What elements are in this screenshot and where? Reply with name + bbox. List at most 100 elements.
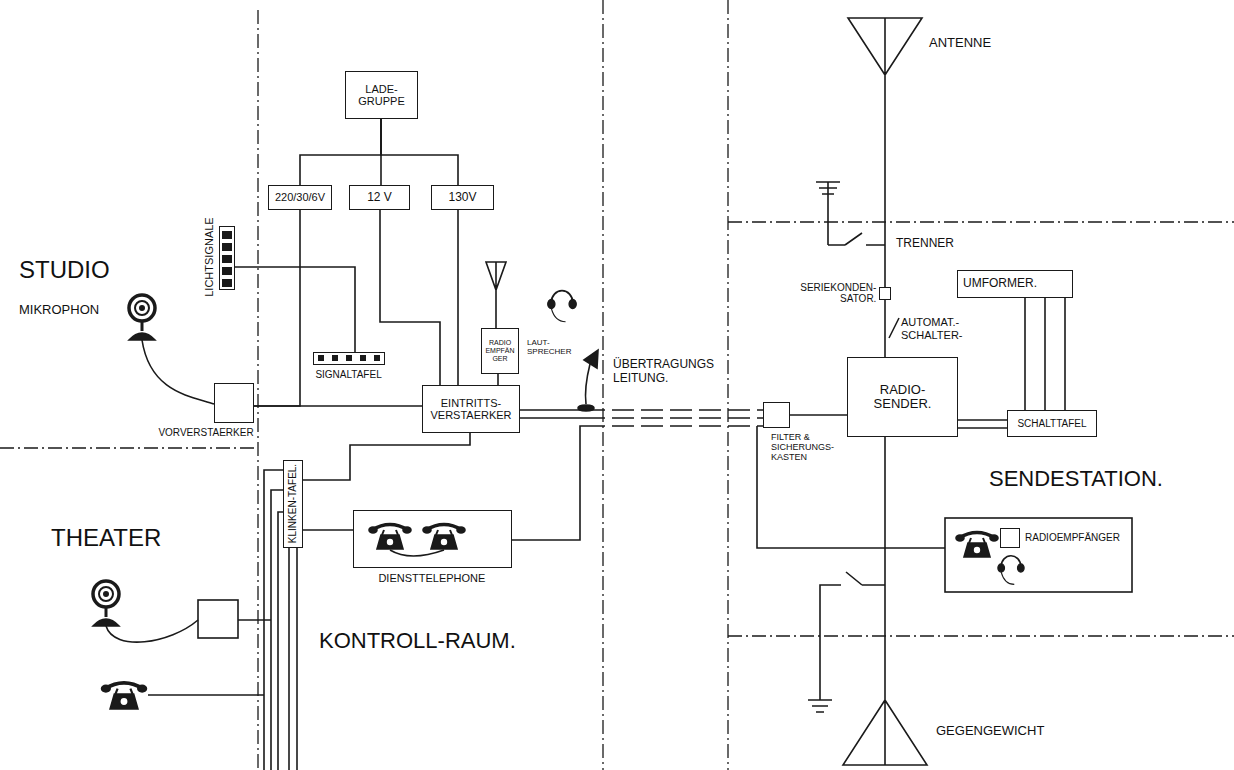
part-label: TRENNER: [895, 237, 955, 251]
equipment-box: 12 V: [349, 185, 410, 210]
control-room-equipment: [584, 350, 598, 368]
box-label: LADE- GRUPPE: [352, 83, 412, 107]
wire: [790, 414, 847, 416]
equipment-box: UMFORMER.: [957, 270, 1073, 298]
signal-lamp: [346, 355, 352, 361]
theater-equipment: [296, 548, 298, 770]
wire: [457, 210, 459, 385]
room-divider: [257, 10, 258, 770]
signal-lamp: [374, 355, 380, 361]
part-label: AUTOMAT.- SCHALTER-: [900, 316, 974, 341]
wire: [884, 300, 886, 357]
room-divider: [728, 635, 1234, 636]
signal-lamp: [222, 231, 232, 239]
control-room-equipment: [390, 550, 444, 556]
transmitter-equipment: [820, 572, 885, 700]
box-label: DIENSTTELEPHONE: [378, 572, 485, 584]
transmitter-equipment: [816, 182, 840, 245]
part-label: MIKROPHON: [18, 303, 100, 318]
wire: [381, 119, 458, 185]
room-divider: [728, 221, 1234, 222]
signal-lamp: [332, 355, 338, 361]
control-room-equipment: [586, 364, 591, 404]
part-label: ANTENNE: [928, 36, 992, 51]
theater-equipment: [148, 694, 264, 696]
box-label: LICHTSIGNALE: [203, 218, 215, 297]
equipment-box: 220/30/6V: [268, 185, 332, 210]
equipment-box: VORVERSTAERKER: [214, 383, 254, 423]
theater-equipment: [93, 470, 297, 770]
box-label: RADIOEMPFÄNGER: [1025, 532, 1120, 543]
room-divider: [0, 447, 258, 448]
wire: [235, 267, 355, 352]
panel-bar: KLINKEN-TAFEL.: [283, 460, 303, 548]
transmitter-equipment: [808, 700, 832, 712]
box-label: 12 V: [367, 191, 392, 204]
transmitter-equipment: [828, 233, 885, 245]
box-label: 220/30/6V: [275, 191, 325, 203]
transmitter-equipment: [958, 427, 1007, 429]
control-room-equipment: [369, 262, 763, 556]
studio-equipment: [142, 340, 214, 404]
theater-equipment: [271, 490, 283, 770]
box-label: RADIO- SENDER.: [868, 383, 938, 412]
control-room-equipment: [548, 291, 576, 322]
control-room-equipment: [520, 417, 763, 419]
equipment-box: SCHALTTAFEL: [1007, 410, 1097, 437]
room-name: KONTROLL-RAUM.: [318, 628, 517, 653]
part-label: LAUT- SPRECHER: [526, 338, 574, 356]
theater-equipment: [264, 470, 283, 770]
box-label: UMFORMER.: [963, 277, 1037, 290]
wire: [300, 119, 381, 185]
wire: [1044, 298, 1046, 410]
signal-lamp: [222, 243, 232, 251]
transmission-line: [520, 409, 763, 411]
transmission-line: [512, 426, 763, 540]
equipment-box: EINTRITTS- VERSTAERKER: [422, 385, 520, 433]
transmitter-equipment: [843, 437, 927, 765]
signal-lamp: [360, 355, 366, 361]
panel-bar: SIGNALTAFEL: [313, 352, 385, 365]
room-name: THEATER: [50, 524, 162, 552]
line-label: ÜBERTRAGUNGS LEITUNG.: [612, 358, 724, 386]
room-divider: [727, 0, 728, 770]
transmitter-equipment: [945, 518, 1132, 592]
transmitter-equipment: [956, 533, 998, 558]
control-room-equipment: [486, 262, 506, 328]
signal-lamp: [222, 255, 232, 263]
transmitter-equipment: [757, 18, 1132, 765]
signal-lamp: [222, 231, 380, 361]
transmitter-equipment: [998, 556, 1024, 585]
transmitter-equipment: [757, 426, 945, 548]
transmitter-equipment: [889, 318, 899, 338]
equipment-box: FILTER & SICHERUNGS- KASTEN: [763, 402, 790, 428]
panel-bar: SERIEKONDEN- SATOR.: [879, 287, 891, 300]
box-label: RADIO EMPFÄN GER: [485, 339, 515, 362]
box-label: 130V: [448, 191, 476, 204]
theater-equipment: [93, 581, 119, 626]
theater-equipment: [288, 548, 290, 770]
part-label: GEGENGEWICHT: [935, 724, 1045, 739]
theater-equipment: [198, 600, 238, 638]
theater-equipment: [102, 683, 147, 709]
equipment-box: DIENSTTELEPHONE: [353, 510, 512, 568]
wire: [958, 419, 1007, 421]
signal-lamp: [222, 267, 232, 275]
theater-equipment: [278, 512, 283, 770]
panel-bar: RADIOEMPFÄNGER: [1000, 528, 1020, 548]
equipment-box: RADIO EMPFÄN GER: [481, 328, 519, 374]
wire: [254, 210, 300, 406]
studio-equipment: [129, 295, 155, 340]
room-name: SENDESTATION.: [988, 466, 1164, 491]
box-label: SERIEKONDEN- SATOR.: [796, 282, 876, 304]
transmitter-equipment: [1025, 298, 1065, 410]
panel-bar: LICHTSIGNALE: [219, 226, 235, 290]
room-divider: [602, 0, 603, 770]
wire: [380, 210, 440, 385]
control-room-equipment: [423, 525, 465, 550]
wire: [303, 529, 353, 531]
box-label: SIGNALTAFEL: [315, 369, 381, 380]
control-room-equipment: [369, 525, 411, 550]
box-label: VORVERSTAERKER: [158, 427, 253, 438]
